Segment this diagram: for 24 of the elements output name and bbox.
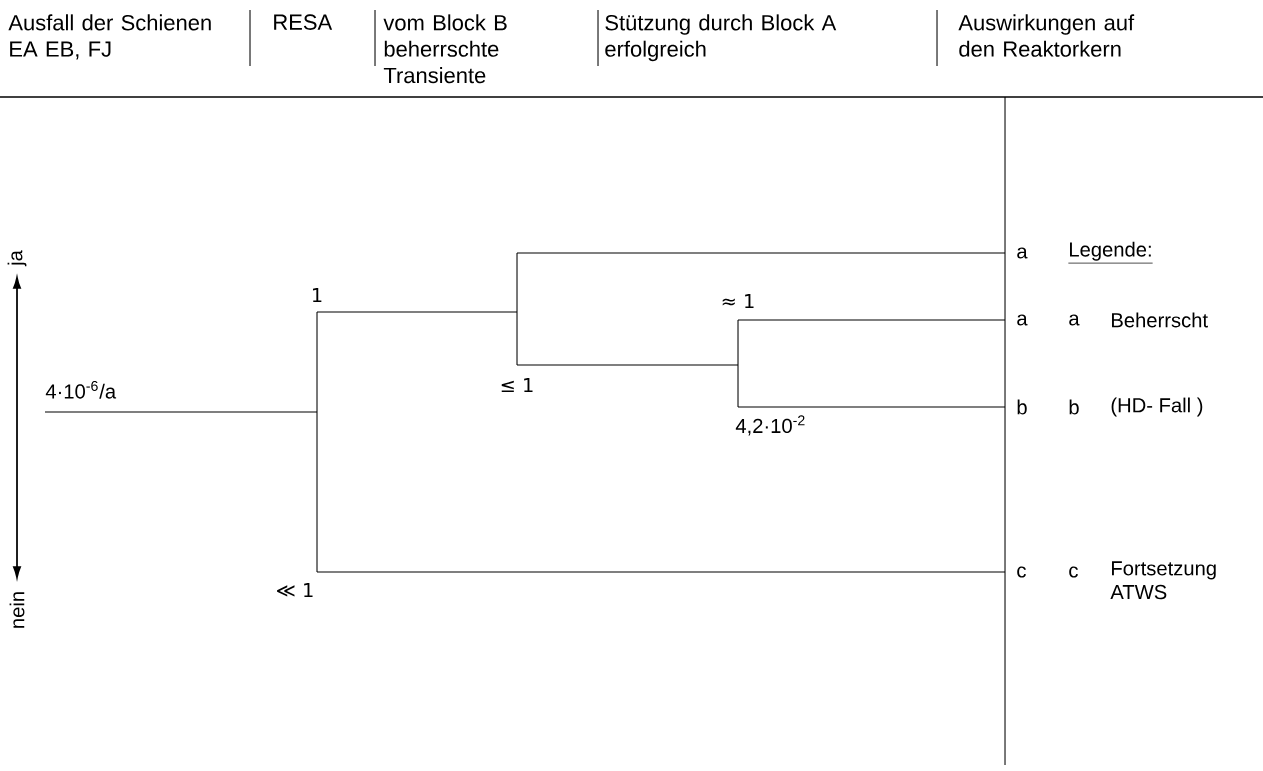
outcome-letter: a: [1017, 247, 1028, 259]
legend-key: b: [1069, 399, 1079, 415]
frequency-label: 4·10$^{-6}$/a: [45, 380, 117, 399]
column-heading: Ausfall der Schienen EA EB, FJ: [8, 14, 211, 60]
legend-key: c: [1069, 566, 1078, 578]
column-heading: RESA: [274, 14, 333, 30]
axis-label: nein: [9, 592, 25, 628]
legend-text: Beherrscht: [1112, 312, 1208, 328]
outcome-letter: b: [1017, 399, 1027, 415]
legend-text: Fortsetzung ATWS: [1110, 561, 1216, 600]
probability-label: 4,2·10$^{-2}$: [735, 415, 805, 436]
legend-text: (HD- Fall ): [1111, 397, 1203, 417]
axis-label: ja: [7, 250, 27, 267]
probability-label: 1: [313, 287, 322, 303]
column-heading: Stützung durch Block A erfolgreich: [605, 14, 837, 62]
column-heading: vom Block B beherrschte Transiente: [383, 14, 507, 84]
legend-key: a: [1069, 314, 1080, 326]
probability-label: ≈ 1: [722, 293, 754, 309]
probability-label: ≪ 1: [277, 582, 313, 598]
probability-label: ≤ 1: [501, 377, 533, 393]
outcome-letter: c: [1017, 566, 1026, 578]
legend-heading: Legende:: [1068, 241, 1153, 264]
column-heading: Auswirkungen auf den Reaktorkern: [958, 14, 1135, 57]
outcome-letter: a: [1017, 314, 1028, 326]
